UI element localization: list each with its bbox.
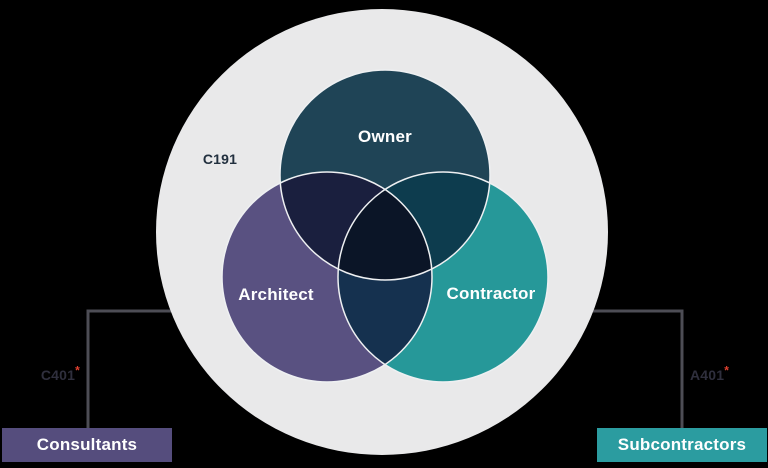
contractor-circle-outline bbox=[337, 171, 549, 383]
c401-code: C401 bbox=[40, 367, 76, 383]
c401-label: C401* bbox=[8, 364, 80, 383]
architect-label: Architect bbox=[238, 285, 314, 304]
a401-label: A401* bbox=[690, 364, 762, 383]
c401-asterisk: * bbox=[75, 363, 80, 378]
a401-code: A401 bbox=[690, 367, 725, 383]
owner-label: Owner bbox=[358, 127, 412, 146]
c191-label: C191 bbox=[202, 151, 238, 167]
center-overlap bbox=[338, 172, 432, 280]
owner-circle-outline bbox=[279, 69, 491, 281]
left-connector-line bbox=[86, 309, 172, 432]
right-connector-line bbox=[592, 309, 684, 432]
consultants-box: Consultants bbox=[2, 428, 172, 462]
a401-asterisk: * bbox=[724, 363, 730, 378]
contractor-label: Contractor bbox=[446, 284, 536, 303]
architect-circle-outline bbox=[221, 171, 433, 383]
subcontractors-box: Subcontractors bbox=[597, 428, 767, 462]
